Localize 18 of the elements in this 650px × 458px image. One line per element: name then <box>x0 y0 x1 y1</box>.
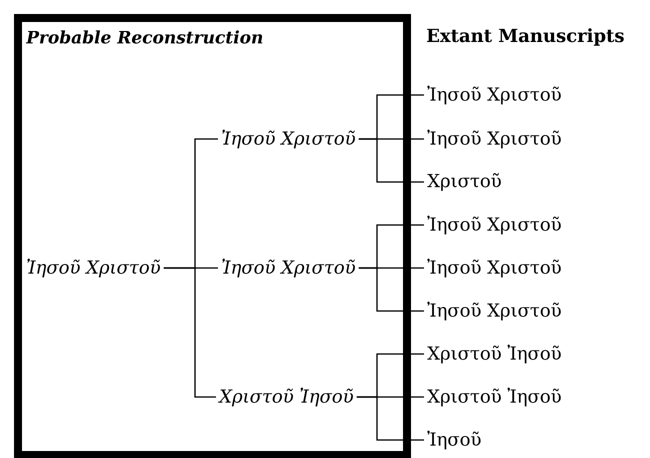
tree-bracket <box>358 267 424 312</box>
manuscript-text: Ἰησοῦ Χριστοῦ <box>427 302 561 320</box>
manuscript-text: Χριστοῦ <box>427 173 501 191</box>
tree-bracket <box>358 138 424 183</box>
reading-text: Ἰησοῦ Χριστοῦ <box>222 258 355 278</box>
tree-bracket <box>164 267 216 398</box>
manuscript-text: Χριστοῦ Ἰησοῦ <box>427 388 561 406</box>
manuscript-text: Ἰησοῦ Χριστοῦ <box>427 258 561 278</box>
reading-text: Χριστοῦ Ἰησοῦ <box>218 388 353 406</box>
manuscript-text: Ἰησοῦ Χριστοῦ <box>427 216 561 234</box>
manuscript-text: Ἰησοῦ <box>427 430 481 450</box>
tree-bracket <box>356 396 424 441</box>
manuscript-text: Ἰησοῦ Χριστοῦ <box>427 86 561 104</box>
reading-text: Ἰησοῦ Χριστοῦ <box>222 130 355 148</box>
manuscript-text: Χριστοῦ Ἰησοῦ <box>427 344 561 364</box>
reading-text: Ἰησοῦ Χριστοῦ <box>27 258 160 278</box>
manuscript-text: Ἰησοῦ Χριστοῦ <box>427 130 561 148</box>
column-heading: Extant Manuscripts <box>427 28 624 46</box>
